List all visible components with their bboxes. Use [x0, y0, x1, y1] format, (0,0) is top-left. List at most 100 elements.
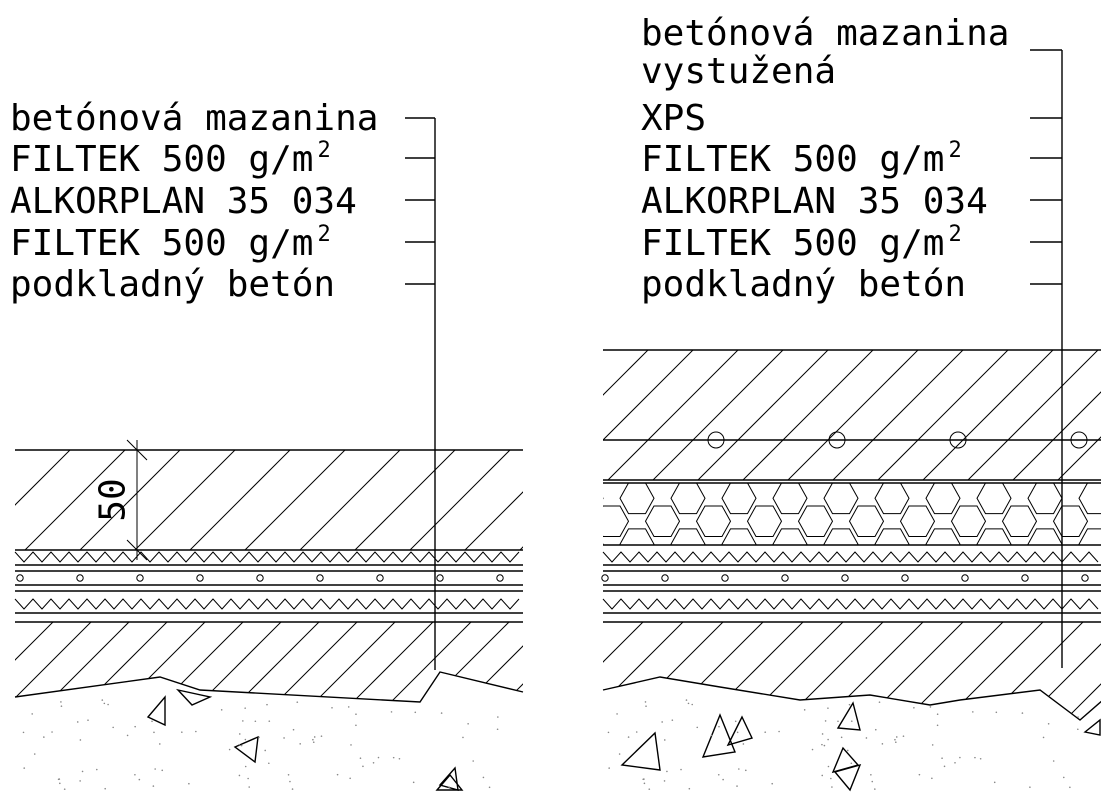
- soil-dot: [913, 706, 915, 709]
- soil-dot: [635, 731, 638, 733]
- soil-dot: [821, 774, 824, 777]
- xps-cell: [848, 505, 885, 538]
- soil-dot: [874, 788, 876, 790]
- hatch-line: [159, 622, 244, 702]
- right-xps-pattern: [595, 483, 1101, 606]
- left-label-base-concrete: podkladný betón: [10, 264, 335, 305]
- soil-dot: [627, 736, 630, 738]
- soil-dot: [336, 773, 339, 776]
- soil-dot: [846, 749, 849, 752]
- xps-cell: [595, 552, 629, 583]
- soil-dot: [244, 765, 247, 768]
- soil-dot: [1062, 776, 1065, 779]
- soil-dot: [43, 736, 45, 738]
- soil-dot: [718, 725, 720, 728]
- soil-dot: [803, 709, 806, 711]
- membrane-circle: [316, 574, 324, 582]
- right-membrane-layers: [601, 551, 1101, 623]
- xps-cell: [773, 575, 807, 606]
- soil-dot: [881, 743, 884, 745]
- soil-dot: [31, 713, 33, 715]
- membrane-circle: [16, 574, 24, 582]
- soil-dot: [154, 768, 156, 770]
- soil-dot: [104, 787, 106, 790]
- soil-dot: [392, 756, 395, 759]
- soil-dot: [680, 768, 682, 771]
- membrane-circle: [1021, 574, 1029, 582]
- soil-dot: [266, 703, 268, 706]
- soil-dot: [161, 769, 164, 772]
- soil-dot: [663, 780, 666, 782]
- right-membrane-circles: [601, 574, 1089, 582]
- left-membrane-layers: [14, 551, 523, 623]
- soil-dot: [936, 724, 939, 727]
- soil-dot: [355, 724, 357, 727]
- hatch-line: [244, 450, 346, 550]
- xps-cell: [925, 483, 961, 515]
- soil-dot: [440, 712, 443, 714]
- hatch-line: [702, 622, 804, 720]
- soil-dot: [764, 731, 767, 733]
- soil-dot: [959, 756, 961, 759]
- soil-dot: [126, 734, 129, 737]
- soil-dot: [643, 782, 646, 785]
- membrane-circle: [136, 574, 144, 582]
- soil-dot: [1052, 760, 1055, 762]
- right-label-alkorplan: ALKORPLAN 35 034: [641, 181, 988, 222]
- membrane-circle: [496, 574, 504, 582]
- hatch-line: [15, 622, 54, 702]
- xps-cell: [695, 505, 732, 538]
- soil-dot: [1077, 716, 1079, 718]
- hatch-line: [862, 622, 964, 720]
- xps-cell: [748, 552, 782, 583]
- soil-dot: [112, 726, 114, 729]
- soil-dot: [482, 776, 485, 779]
- hatch-line: [622, 622, 724, 720]
- soil-dot: [60, 705, 63, 707]
- soil-dot: [710, 734, 713, 737]
- soil-dot: [827, 738, 829, 741]
- hatch-line: [15, 622, 92, 702]
- soil-dot: [831, 786, 833, 788]
- hatch-line: [742, 350, 874, 480]
- soil-dot: [736, 731, 739, 734]
- xps-cell: [850, 552, 884, 583]
- hatch-line: [603, 622, 604, 720]
- soil-dot: [448, 786, 450, 788]
- right-base-hatch: [603, 622, 1101, 720]
- right-reinforcement-bars: [707, 431, 1088, 449]
- soil-dot: [821, 733, 824, 735]
- soil-dot: [607, 731, 610, 734]
- soil-dot: [244, 707, 246, 709]
- hatch-line: [349, 622, 434, 702]
- left-leader: [405, 117, 436, 670]
- hatch-line: [83, 622, 168, 702]
- soil-dot: [95, 768, 98, 771]
- soil-dot: [287, 773, 290, 776]
- hatch-line: [15, 622, 16, 702]
- hatch-line: [782, 622, 884, 720]
- hatch-line: [822, 622, 924, 720]
- soil-dot: [642, 778, 644, 781]
- membrane-circle: [901, 574, 909, 582]
- xps-cell: [1001, 505, 1038, 538]
- soil-dot: [87, 719, 89, 721]
- xps-cell: [1052, 505, 1089, 538]
- hatch-line: [697, 350, 829, 480]
- soil-dot: [827, 765, 830, 768]
- hatch-line: [311, 622, 396, 702]
- soil-dot: [268, 720, 271, 722]
- soil-dot: [247, 777, 249, 780]
- zigzag-line: [602, 598, 1099, 610]
- xps-cell: [976, 483, 1012, 515]
- soil-dot: [412, 781, 415, 784]
- soil-dot: [350, 744, 352, 746]
- membrane-circle: [601, 574, 609, 582]
- hatch-line: [832, 350, 964, 480]
- soil-dot: [661, 721, 663, 723]
- hatch-line: [603, 350, 694, 441]
- soil-dot: [837, 720, 839, 723]
- soil-dot: [313, 736, 316, 738]
- soil-dot: [372, 761, 375, 764]
